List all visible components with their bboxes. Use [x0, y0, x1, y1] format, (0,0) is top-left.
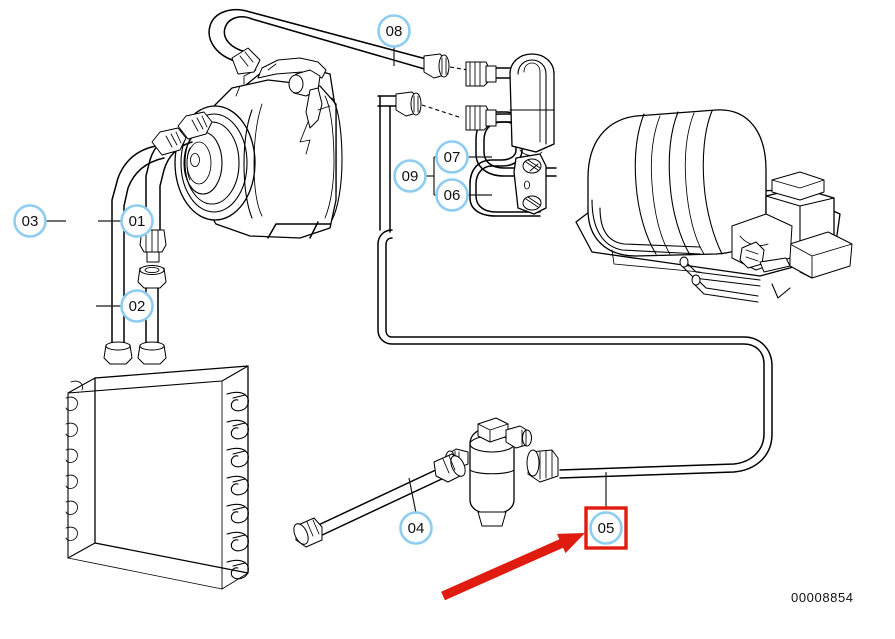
callout-label: 08 — [386, 23, 403, 40]
callout-label: 07 — [444, 149, 461, 166]
callout-04[interactable]: 04 — [399, 511, 433, 545]
callout-01[interactable]: 01 — [120, 204, 154, 238]
callout-label: 03 — [22, 213, 39, 230]
line-04-fitting-left — [293, 517, 323, 548]
callout-label: 01 — [129, 213, 146, 230]
callout-circle — [13, 204, 47, 238]
hose-assembly-01-02-03 — [103, 111, 213, 365]
diagram-id-number: 00008854 — [791, 590, 854, 605]
pipe-06-fitting — [465, 105, 497, 131]
expansion-valve-grommet — [509, 53, 555, 157]
callout-label: 06 — [444, 187, 461, 204]
callout-02[interactable]: 02 — [120, 289, 154, 323]
callout-label: 04 — [408, 520, 425, 537]
pipe-07-fitting — [465, 61, 497, 87]
evaporator-pipe-assembly-09 — [377, 53, 557, 233]
highlight-arrow — [441, 533, 585, 601]
refrigerant-line-05 — [377, 229, 773, 483]
callout-circle — [399, 511, 433, 545]
hose-nut-02-bottom — [137, 341, 167, 365]
housing-connector-cluster — [739, 241, 791, 273]
callout-circle — [377, 14, 411, 48]
hose-08-fitting-right — [423, 53, 450, 79]
condenser — [65, 365, 249, 590]
callout-circle — [589, 511, 623, 545]
line-05-fitting — [526, 449, 559, 483]
hose-nut-03-bottom — [103, 341, 133, 365]
callout-leaders — [45, 46, 607, 514]
callout-label: 05 — [598, 520, 615, 537]
callout-circle — [393, 159, 427, 193]
refrigerant-line-04 — [293, 453, 466, 548]
hose-nut-02-top — [137, 265, 167, 289]
callout-06[interactable]: 06 — [435, 178, 469, 212]
line-04-fitting-right — [433, 453, 466, 483]
hose-08-fitting-left — [231, 47, 261, 75]
callout-circle — [435, 178, 469, 212]
callout-09[interactable]: 09 — [393, 159, 427, 193]
callout-circle — [120, 289, 154, 323]
red-pointer-arrow — [441, 533, 585, 601]
evaporator-blower-housing — [575, 109, 853, 303]
callout-circle — [120, 204, 154, 238]
callout-leader-04 — [408, 477, 417, 514]
hose-coupling-01 — [139, 229, 167, 263]
callout-bubbles: 01 02 03 04 05 06 07 08 09 — [13, 14, 628, 550]
mounting-bracket — [513, 153, 547, 215]
hose-fitting-03-top — [151, 127, 187, 156]
hose-fitting-01-top — [177, 111, 213, 140]
callout-label: 02 — [129, 298, 146, 315]
callout-label: 09 — [402, 168, 419, 185]
hose-lower-fitting-right — [395, 91, 422, 117]
receiver-drier — [445, 417, 532, 527]
callout-07[interactable]: 07 — [435, 140, 469, 174]
callout-circle — [435, 140, 469, 174]
callout-03[interactable]: 03 — [13, 204, 47, 238]
callout-05[interactable]: 05 — [584, 506, 628, 550]
refrigerant-hose-08 — [208, 8, 469, 79]
callout-08[interactable]: 08 — [377, 14, 411, 48]
